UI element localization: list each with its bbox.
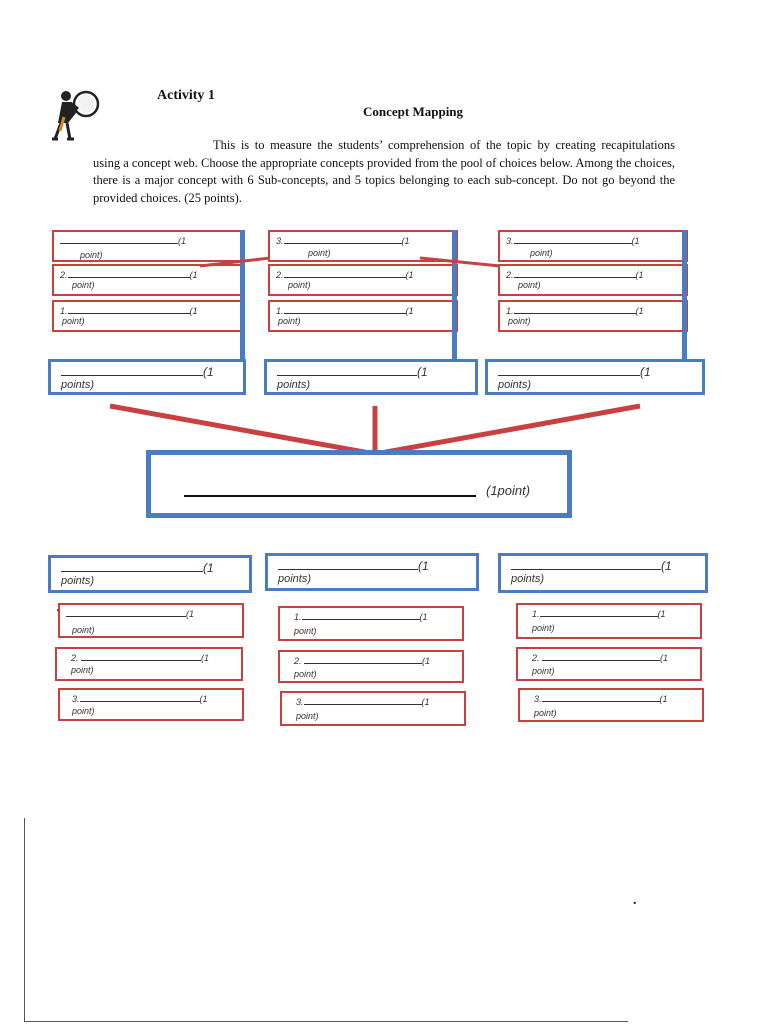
sub-concept-points-unit: points)	[498, 379, 531, 391]
topic-box-b3-1[interactable]: 1. (1 point)	[516, 603, 702, 639]
sub-concept-box-bottom-3[interactable]: (1 points)	[498, 553, 708, 593]
topic-points: (1	[186, 609, 194, 619]
main-concept-blank	[184, 495, 476, 497]
topic-number: 1.	[294, 612, 302, 622]
sub-concept-points: (1	[203, 365, 214, 379]
sub-concept-box-top-2[interactable]: (1 points)	[264, 359, 478, 395]
sub-concept-points-unit: points)	[511, 573, 544, 585]
topic-box-b2-2[interactable]: 2. (1 point)	[278, 650, 464, 683]
sub-concept-points: (1	[417, 365, 428, 379]
topic-points-unit: point)	[534, 708, 557, 718]
sub-concept-points: (1	[661, 559, 672, 573]
sub-concept-points: (1	[203, 561, 214, 575]
topic-box-b1-1[interactable]: (1 point)	[58, 603, 244, 638]
topic-box-b3-3[interactable]: 3. (1 point)	[518, 688, 704, 722]
topic-points: (1	[422, 697, 430, 707]
topic-points-unit: point)	[72, 625, 95, 635]
main-concept-points: (1point)	[486, 483, 530, 498]
topic-points-unit: point)	[532, 666, 555, 676]
topic-points-unit: point)	[532, 623, 555, 633]
sub-concept-box-top-3[interactable]: (1 points)	[485, 359, 705, 395]
bottom-margin-line	[24, 1021, 628, 1022]
topic-points-unit: point)	[72, 706, 95, 716]
topic-number: 2.	[294, 656, 302, 666]
topic-points: (1	[420, 612, 428, 622]
sub-concept-box-top-1[interactable]: (1 points)	[48, 359, 246, 395]
sub-concept-points-unit: points)	[278, 573, 311, 585]
sub-concept-points: (1	[418, 559, 429, 573]
sub-concept-points: (1	[640, 365, 651, 379]
topic-box-b3-2[interactable]: 2. (1 point)	[516, 647, 702, 681]
topic-number: 3.	[72, 694, 80, 704]
topic-points: (1	[201, 653, 209, 663]
topic-number: 3.	[534, 694, 542, 704]
topic-points: (1	[658, 609, 666, 619]
sub-concept-points-unit: points)	[277, 379, 310, 391]
topic-number: 2.	[532, 653, 540, 663]
sub-concept-box-bottom-2[interactable]: (1 points)	[265, 553, 479, 591]
topic-points: (1	[660, 694, 668, 704]
topic-number: 2.	[71, 653, 79, 663]
topic-box-b2-1[interactable]: 1. (1 point)	[278, 606, 464, 641]
topic-points: (1	[200, 694, 208, 704]
topic-points-unit: point)	[296, 711, 319, 721]
main-concept-box[interactable]: (1point)	[146, 450, 572, 518]
topic-number: 1.	[532, 609, 540, 619]
sub-concept-points-unit: points)	[61, 575, 94, 587]
topic-box-b1-2[interactable]: 2. (1 point)	[55, 647, 243, 681]
topic-points-unit: point)	[294, 626, 317, 636]
stray-dot: .	[633, 893, 637, 909]
topic-points: (1	[660, 653, 668, 663]
topic-points: (1	[422, 656, 430, 666]
stray-dot: .	[56, 600, 60, 616]
topic-box-b2-3[interactable]: 3. (1 point)	[280, 691, 466, 726]
topic-number: 3.	[296, 697, 304, 707]
topic-box-b1-3[interactable]: 3. (1 point)	[58, 688, 244, 721]
topic-points-unit: point)	[294, 669, 317, 679]
left-margin-line	[24, 818, 25, 1022]
sub-concept-points-unit: points)	[61, 379, 94, 391]
topic-points-unit: point)	[71, 665, 94, 675]
sub-concept-box-bottom-1[interactable]: (1 points)	[48, 555, 252, 593]
